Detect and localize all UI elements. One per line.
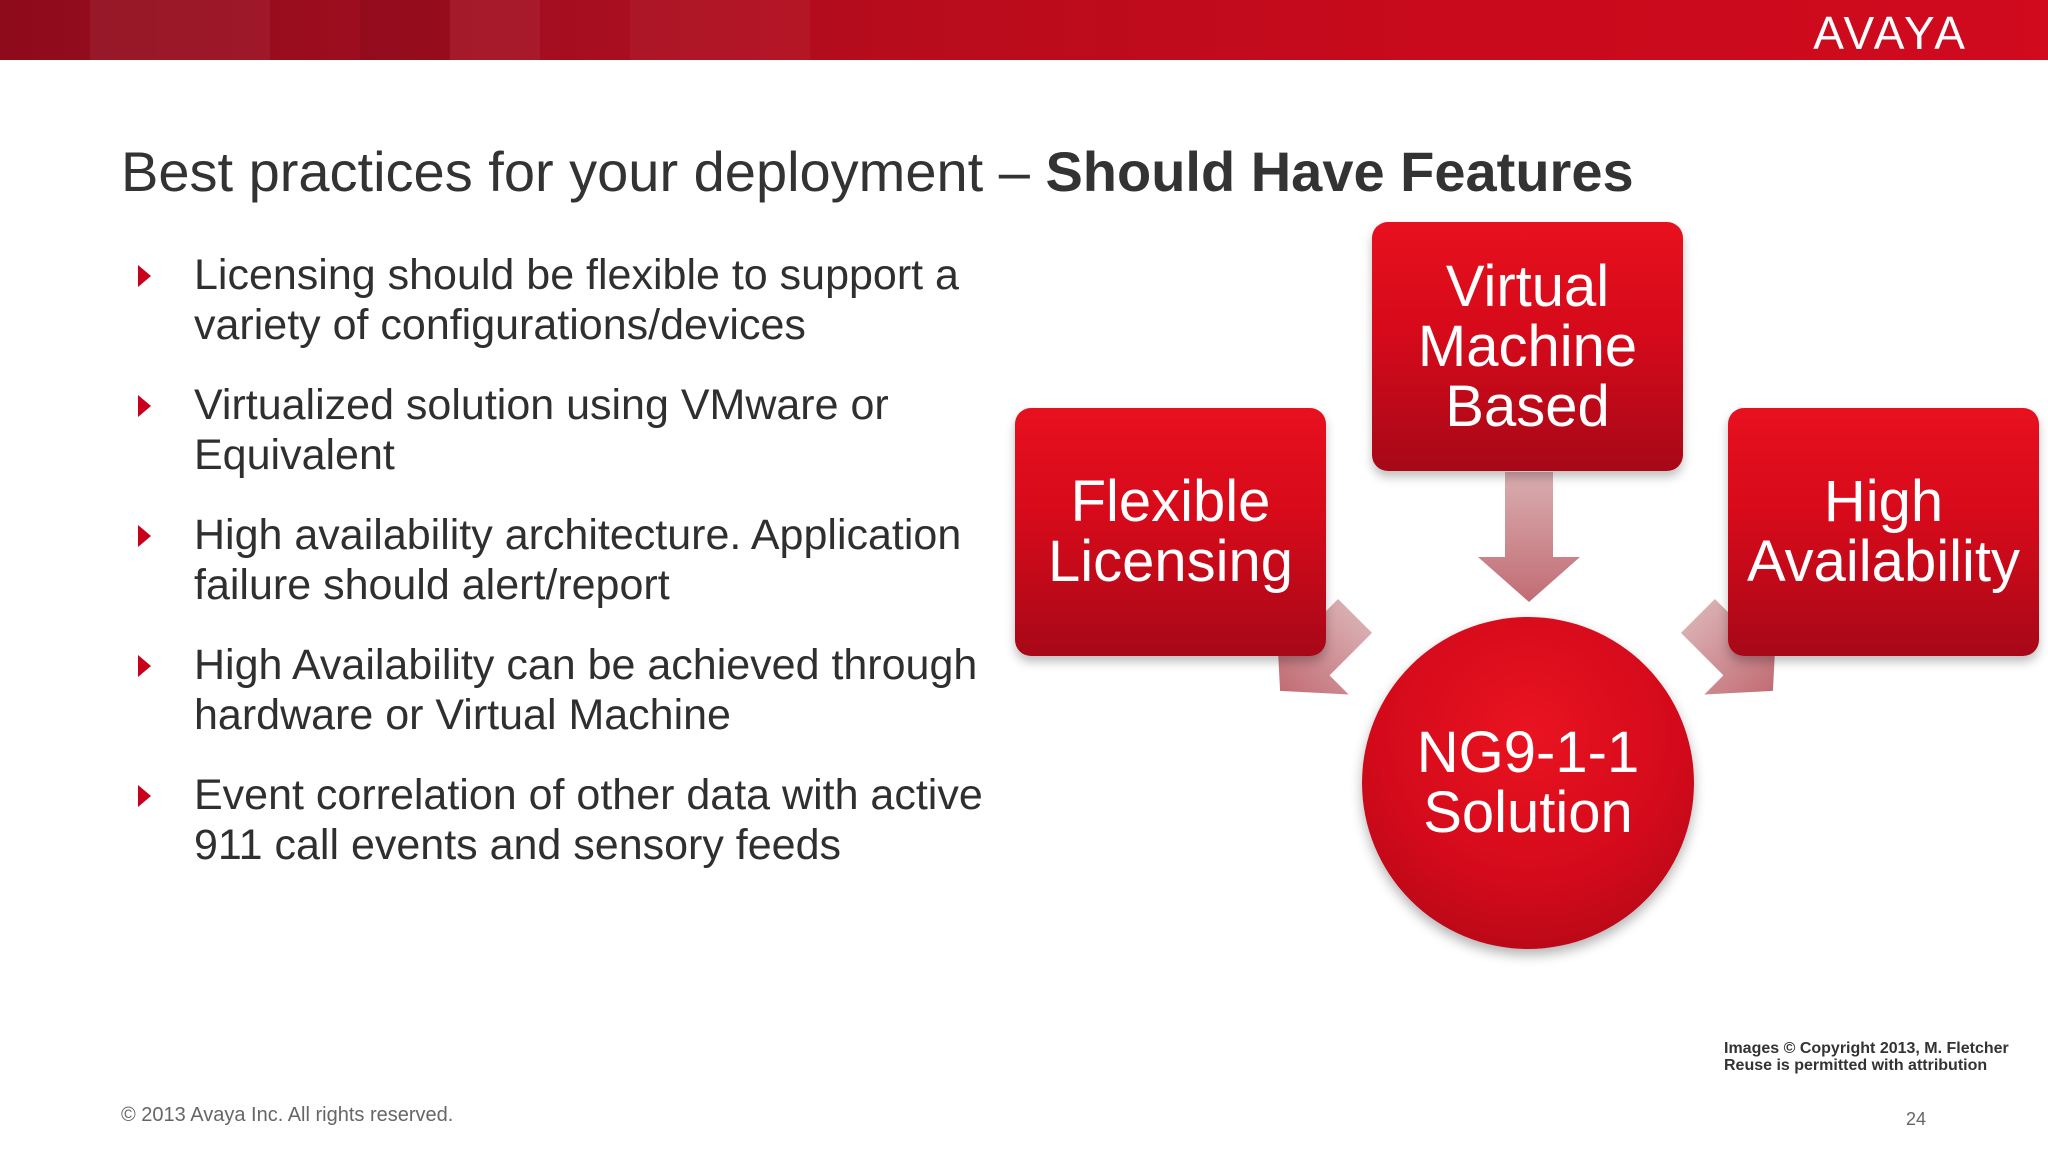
page-number: 24	[1906, 1109, 1927, 1129]
footer-copyright: © 2013 Avaya Inc. All rights reserved.	[121, 1104, 454, 1126]
header-stripe	[630, 0, 810, 60]
bullet-text: High Availability can be achieved throug…	[194, 641, 978, 739]
box-label: Flexible Licensing	[1047, 469, 1294, 594]
bullet-text: Event correlation of other data with act…	[194, 771, 983, 869]
bullet-triangle-icon	[138, 395, 151, 417]
bullet-text: High availability architecture. Applicat…	[194, 511, 962, 609]
box-virtual-machine: Virtual Machine Based	[1372, 222, 1683, 471]
box-high-availability: High Availability	[1728, 408, 2039, 656]
box-label: High Availability	[1747, 469, 2020, 594]
header-stripe	[360, 0, 450, 60]
avaya-logo: AVAYA	[1813, 7, 1968, 59]
bullet-item: High availability architecture. Applicat…	[138, 510, 1008, 610]
bullet-text: Virtualized solution using VMware or Equ…	[194, 381, 889, 479]
credit-line-1: Images © Copyright 2013, M. Fletcher	[1724, 1040, 2009, 1057]
bullet-triangle-icon	[138, 525, 151, 547]
bullet-triangle-icon	[138, 785, 151, 807]
header-bar: AVAYA	[0, 0, 2048, 60]
slide-title: Best practices for your deployment – Sho…	[121, 139, 1634, 204]
title-regular: Best practices for your deployment –	[121, 140, 1046, 203]
header-stripe	[90, 0, 270, 60]
bullet-item: Virtualized solution using VMware or Equ…	[138, 380, 1008, 480]
credit-line-2: Reuse is permitted with attribution	[1724, 1057, 1988, 1074]
bullet-item: Licensing should be flexible to support …	[138, 250, 1008, 350]
header-stripe	[450, 0, 540, 60]
circle-label: NG9-1-1 Solution	[1416, 720, 1640, 845]
bullet-item: Event correlation of other data with act…	[138, 770, 1008, 870]
bullet-list: Licensing should be flexible to support …	[138, 250, 1008, 900]
arrow-down-icon	[1478, 472, 1580, 602]
bullet-item: High Availability can be achieved throug…	[138, 640, 1008, 740]
bullet-triangle-icon	[138, 265, 151, 287]
title-bold: Should Have Features	[1045, 140, 1634, 203]
bullet-text: Licensing should be flexible to support …	[194, 251, 959, 349]
bullet-triangle-icon	[138, 655, 151, 677]
box-label: Virtual Machine Based	[1417, 253, 1638, 439]
image-credit: Images © Copyright 2013, M. Fletcher Reu…	[1724, 1040, 2009, 1074]
box-flexible-licensing: Flexible Licensing	[1015, 408, 1326, 656]
circle-ng911-solution: NG9-1-1 Solution	[1362, 617, 1694, 949]
